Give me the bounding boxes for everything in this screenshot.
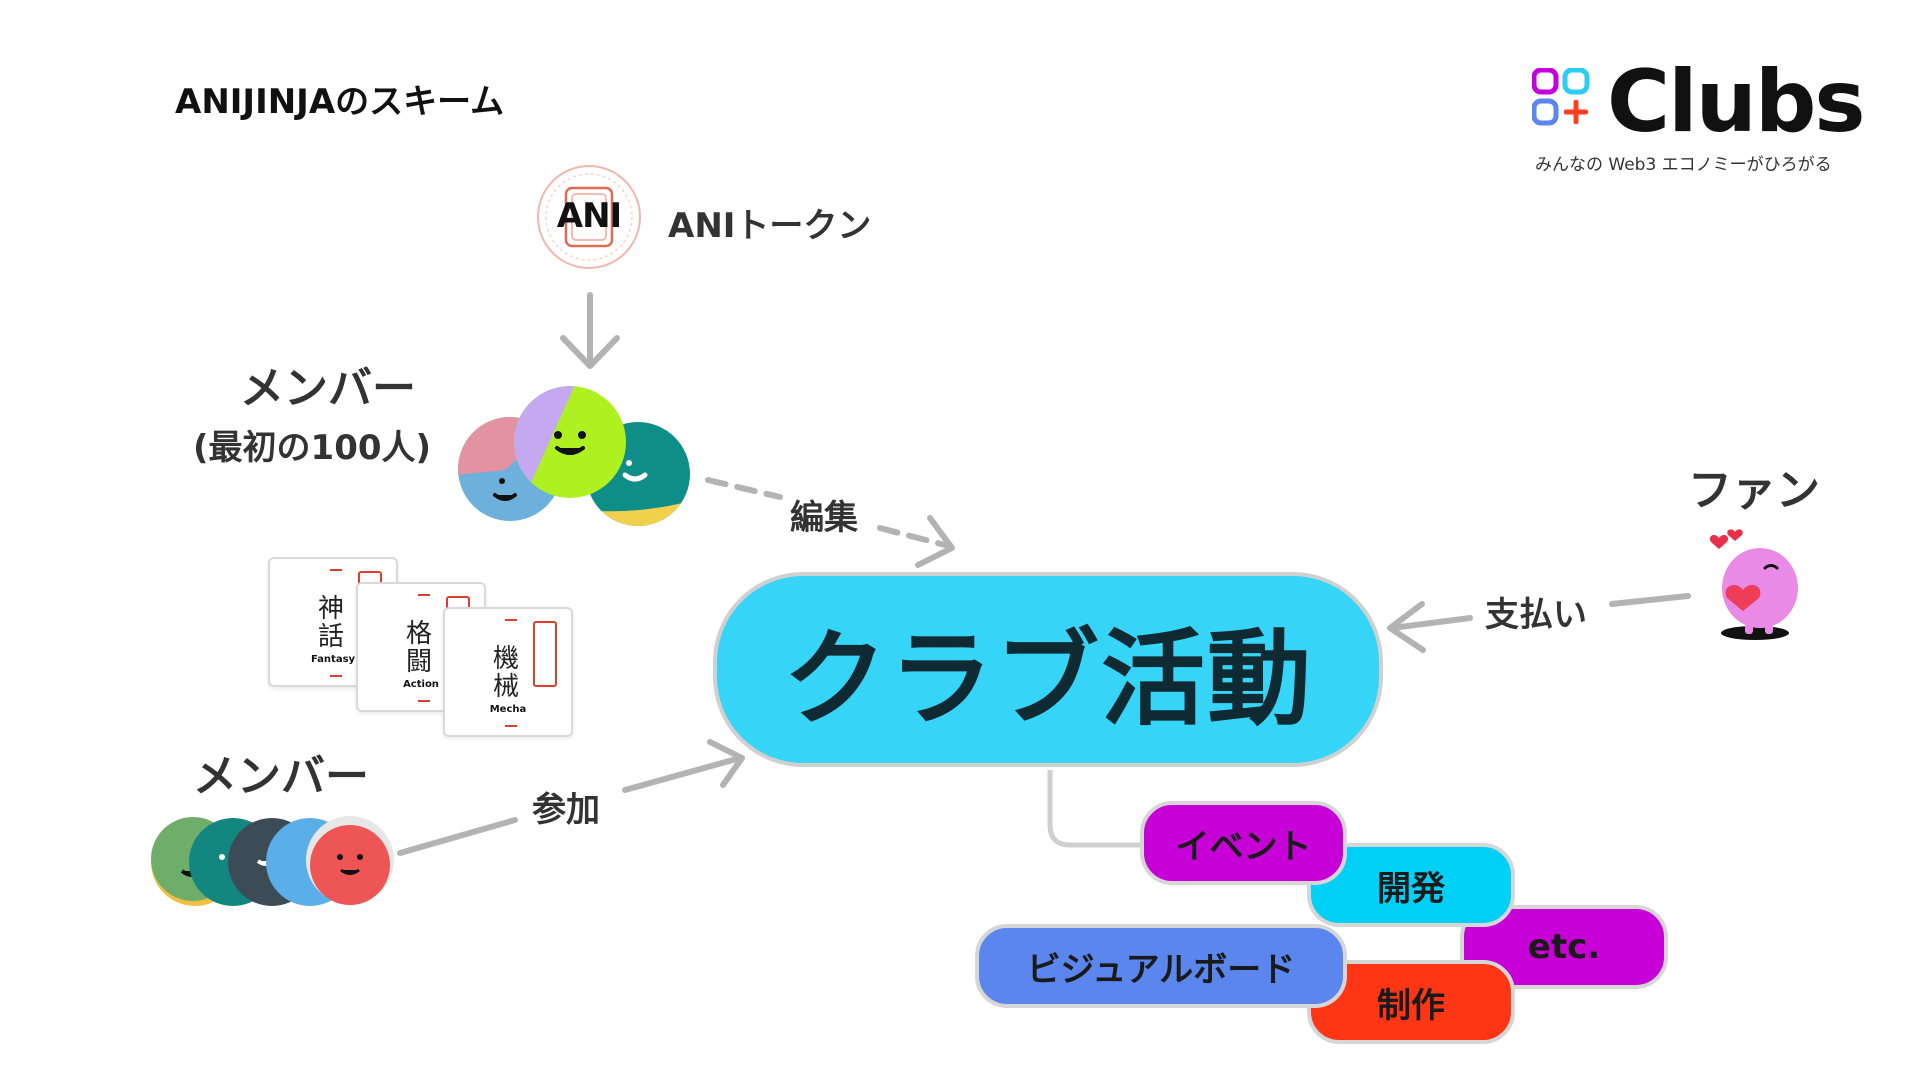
edit-arrow-line-2: [877, 525, 948, 548]
card-kanji: 格闘: [406, 619, 433, 677]
edit-arrow-label: 編集: [790, 498, 858, 538]
clubs-logo-text: Clubs: [1607, 52, 1866, 152]
pay-arrow-line-2: [1389, 615, 1473, 631]
card-seal-icon: [533, 621, 557, 687]
clubs-logo-mark: [1531, 67, 1590, 126]
activity-pill-event: イベント: [1140, 801, 1347, 885]
card-kanji: 神話: [318, 594, 345, 652]
edit-arrow-head: [915, 515, 955, 568]
join-arrow-line-2: [622, 755, 743, 793]
card-genre: Action: [403, 679, 439, 690]
members-first-sub: (最初の100人): [193, 428, 432, 468]
page-title: ANIJINJAのスキーム: [175, 82, 505, 122]
activity-connector: [1047, 770, 1145, 848]
ani-token-label: ANIトークン: [668, 206, 872, 246]
pay-arrow-line-1: [1609, 593, 1691, 607]
members-first-label: メンバー: [240, 363, 416, 414]
fan-character-icon: [1705, 528, 1805, 643]
card-tick: [418, 594, 430, 596]
card-kanji: 機械: [493, 644, 520, 702]
card-mecha: 機械 Mecha: [443, 607, 573, 737]
clubs-tagline: みんなの Web3 エコノミーがひろがる: [1535, 155, 1832, 175]
card-tick: [418, 700, 430, 702]
token-arrow-head: [560, 335, 620, 369]
edit-arrow-line-1: [705, 477, 783, 500]
join-arrow-label: 参加: [532, 790, 600, 830]
members-label: メンバー: [193, 751, 369, 802]
activity-pill-visual-board: ビジュアルボード: [975, 924, 1347, 1008]
member-avatar-group-first: [455, 385, 695, 535]
join-arrow-head: [707, 739, 745, 788]
card-tick: [330, 675, 342, 677]
card-genre: Fantasy: [310, 654, 356, 665]
ani-token-text: ANI: [556, 196, 622, 236]
pay-arrow-head: [1387, 601, 1426, 653]
card-tick: [505, 725, 517, 727]
fans-label: ファン: [1688, 465, 1820, 516]
card-tick: [505, 619, 517, 621]
club-activity-box: クラブ活動: [713, 572, 1383, 767]
member-avatar-group: [150, 815, 400, 915]
pay-arrow-label: 支払い: [1485, 595, 1587, 635]
card-tick: [330, 569, 342, 571]
card-genre: Mecha: [489, 704, 527, 715]
ani-token-coin: [536, 164, 642, 270]
join-arrow-line-1: [397, 817, 518, 856]
